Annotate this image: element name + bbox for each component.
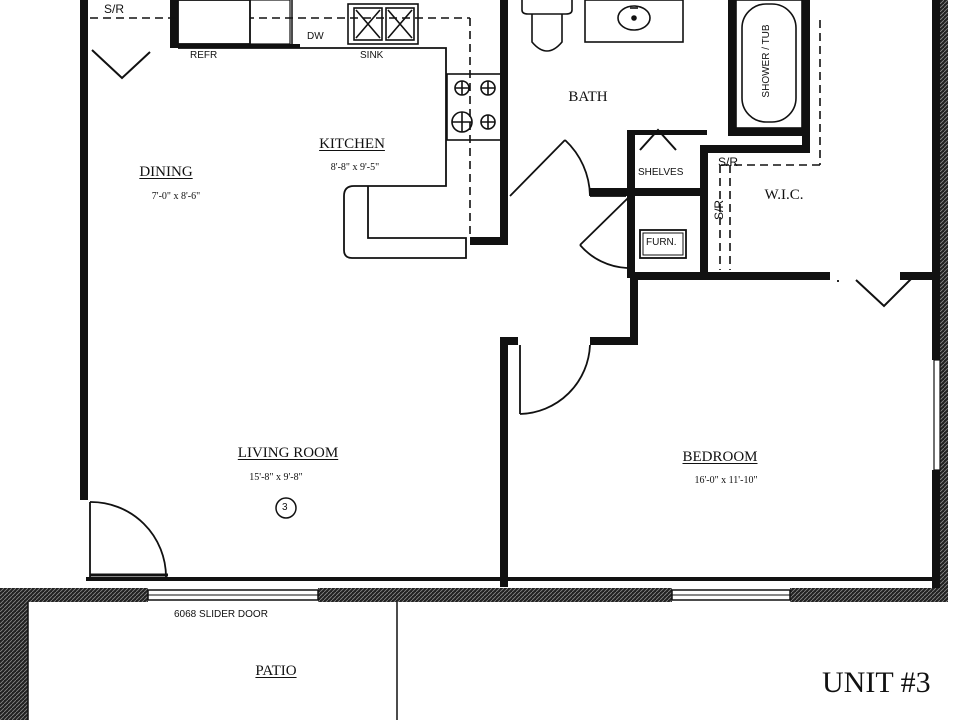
exterior-walls [80, 0, 940, 602]
dining-room-dimensions: 7'-0" x 8'-6" [151, 191, 201, 202]
living-room-name: LIVING ROOM [237, 445, 339, 461]
kitchen-sink [347, 3, 419, 45]
shower-tub-label: SHOWER / TUB [761, 24, 772, 98]
furnace [639, 229, 687, 259]
living-room-marker: 3 [282, 502, 288, 513]
sr-label-wic-side: S/R [712, 200, 726, 221]
refr-label: REFR [190, 50, 218, 61]
bedroom-room-dimensions: 16'-0" x 11'-10" [694, 475, 758, 486]
door-swings [89, 139, 839, 578]
sink-label: SINK [360, 50, 384, 61]
furn-label: FURN. [646, 237, 677, 248]
living-room-dimensions: 15'-8" x 9'-8" [249, 472, 303, 483]
vent-chevrons [91, 49, 913, 308]
dw-label: DW [307, 31, 324, 42]
kitchen-counter [178, 47, 467, 259]
sr-label-top-left: S/R [104, 2, 125, 16]
sr-label-wic-top: S/R [718, 155, 739, 169]
slider-door-label: 6068 SLIDER DOOR [174, 609, 268, 620]
patio-room-name: PATIO [255, 663, 297, 679]
unit-label: UNIT #3 [822, 666, 931, 699]
living-room-marker-circle [275, 497, 297, 519]
refrigerator [177, 0, 251, 45]
wic-room-name: W.I.C. [764, 187, 804, 203]
bedroom-room-name: BEDROOM [682, 449, 758, 465]
stove [446, 73, 502, 141]
interior-walls [170, 0, 932, 587]
kitchen-room-name: KITCHEN [319, 136, 385, 152]
kitchen-room-dimensions: 8'-8" x 9'-5" [330, 162, 380, 173]
bath-room-name: BATH [568, 89, 608, 105]
patio-outline [27, 602, 398, 720]
shelves-label: SHELVES [638, 167, 684, 178]
bath-fixtures [521, 0, 803, 129]
dining-room-name: DINING [139, 164, 193, 180]
